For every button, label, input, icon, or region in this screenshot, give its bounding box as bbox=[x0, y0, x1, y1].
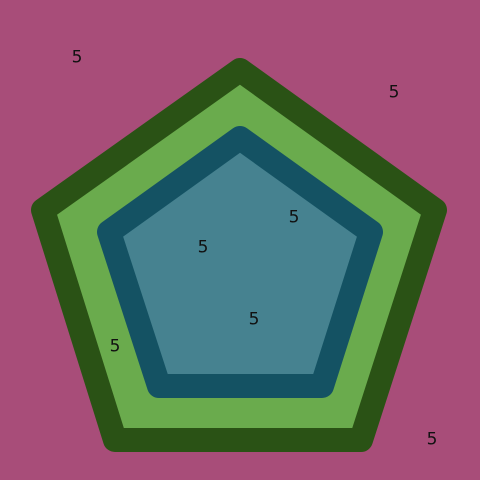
number-label: 5 bbox=[288, 207, 300, 228]
number-label: 5 bbox=[197, 237, 209, 258]
inner-pentagon bbox=[97, 126, 383, 398]
number-label: 5 bbox=[426, 429, 438, 450]
number-label: 5 bbox=[248, 309, 260, 330]
number-label: 5 bbox=[388, 82, 400, 103]
number-label: 5 bbox=[71, 47, 83, 68]
number-label: 5 bbox=[109, 336, 121, 357]
